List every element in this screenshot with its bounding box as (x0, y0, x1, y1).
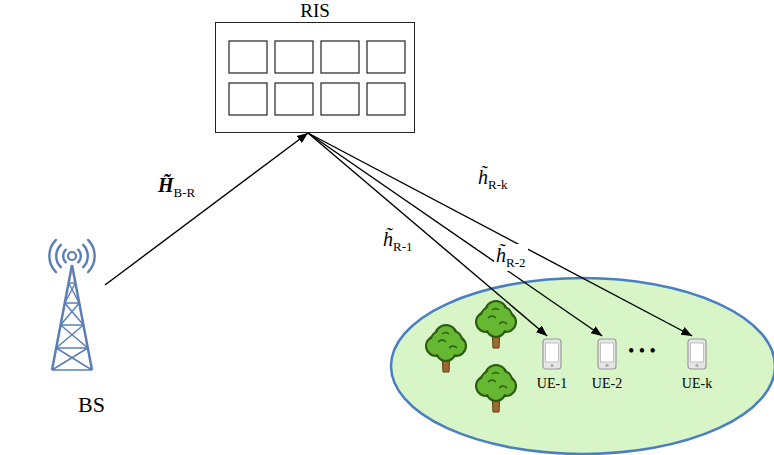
channel-arrow (308, 133, 602, 336)
ris-element (229, 41, 267, 73)
tree-group (426, 301, 516, 412)
user-equipment: UE-2 (587, 336, 627, 394)
channel-arrow (308, 133, 547, 336)
node-label: UE-1 (532, 375, 572, 392)
ris-elements (216, 23, 413, 131)
channel-label: h̃R-k (476, 166, 510, 193)
tree (476, 301, 516, 348)
ris-element (275, 83, 313, 115)
ris-element (367, 83, 405, 115)
ris-element (367, 41, 405, 73)
node-title: RIS (215, 0, 415, 22)
channel-arrow (308, 133, 692, 336)
user-equipment: UE-k (677, 336, 717, 394)
tower-icon (40, 228, 105, 378)
ris-element (321, 83, 359, 115)
ellipsis-dots: • • • (628, 340, 656, 362)
tree (426, 325, 466, 372)
channel-label: H̃B-R (156, 174, 197, 201)
ris-element (229, 83, 267, 115)
phone-icon (687, 338, 707, 370)
ris-element (321, 41, 359, 73)
phone-icon (597, 338, 617, 370)
user-equipment: UE-1 (532, 336, 572, 394)
tree (476, 365, 516, 412)
node-label: UE-k (677, 375, 717, 392)
channel-label: h̃R-1 (381, 228, 415, 255)
channel-label: h̃R-2 (494, 244, 528, 271)
ris-frame (215, 22, 415, 133)
ris-panel: RIS (215, 0, 415, 133)
ris-element (275, 41, 313, 73)
coverage-area (391, 278, 774, 454)
node-label: UE-2 (587, 375, 627, 392)
base-station: BS (40, 228, 105, 418)
channel-arrow (105, 133, 308, 285)
phone-icon (542, 338, 562, 370)
node-label: BS (78, 392, 105, 418)
